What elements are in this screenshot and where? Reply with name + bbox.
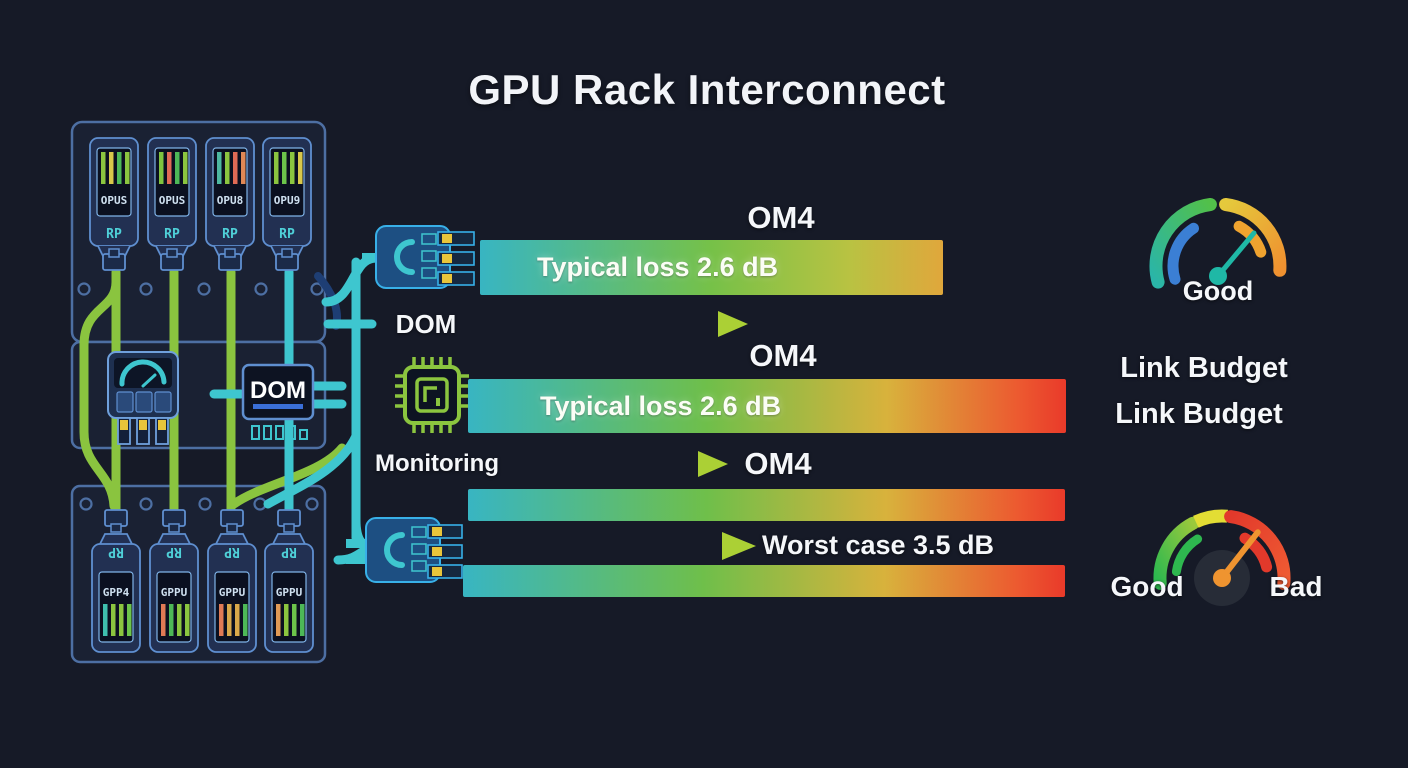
link-budget-line1: Link Budget — [1120, 352, 1288, 384]
transceiver-module: OPU9 RP — [262, 137, 312, 271]
module-port-label: RP — [166, 544, 182, 559]
link-loss-bar-2-text: Typical loss 2.6 dB — [540, 390, 782, 421]
om4-heading-2: OM4 — [749, 338, 817, 373]
link-loss-bar-1: Typical loss 2.6 dB — [480, 240, 943, 295]
module-label: OPU9 — [274, 194, 301, 207]
transceiver-module: OPUS RP — [147, 137, 197, 271]
monitoring-arrow — [503, 451, 728, 477]
page-title: GPU Rack Interconnect — [468, 66, 946, 113]
rack-screw-holes — [77, 282, 324, 511]
module-port-label: RP — [224, 544, 240, 559]
indicator-bars — [101, 152, 130, 184]
transceiver-module: OPU8 RP — [205, 137, 255, 271]
gauge-good-caption: Good — [1182, 276, 1254, 306]
cable-teal — [263, 431, 361, 509]
mini-gauge-icon — [119, 359, 167, 387]
module-port-label: RP — [281, 544, 297, 559]
connector-icon — [346, 517, 463, 583]
module-port-label: RP — [222, 227, 238, 242]
module-port-label: RP — [279, 227, 295, 242]
transceiver-module: RP GPPU — [264, 509, 314, 653]
gauge-needle — [1219, 529, 1261, 581]
module-label: OPU8 — [217, 194, 244, 207]
module-label: OPUS — [101, 194, 128, 207]
om4-heading-3: OM4 — [744, 446, 812, 481]
module-label: GPP4 — [103, 586, 130, 599]
link-loss-bar-1-text: Typical loss 2.6 dB — [537, 252, 779, 282]
gauge-good-bad-icon — [1153, 509, 1291, 606]
om4-heading-1: OM4 — [747, 200, 815, 235]
monitor-module — [107, 351, 179, 445]
module-port-label: RP — [106, 227, 122, 242]
dom-unit-label: DOM — [250, 377, 306, 404]
worst-case-arrow — [468, 532, 756, 560]
link-budget-line2: Link Budget — [1115, 398, 1283, 430]
module-label: GPPU — [161, 586, 188, 599]
dom-unit: DOM — [241, 363, 315, 440]
module-port-label: RP — [164, 227, 180, 242]
connector-icon — [362, 225, 475, 289]
cable-green — [79, 277, 121, 511]
dom-arrow — [470, 311, 748, 337]
gauge-bottom-bad-caption: Bad — [1269, 571, 1323, 602]
transceiver-module: RP GPPU — [149, 509, 199, 653]
link-loss-bar-4 — [463, 565, 1065, 597]
transceiver-module: OPUS RP — [89, 137, 139, 271]
transceiver-module: RP GPP4 — [91, 509, 141, 653]
module-label: GPPU — [219, 586, 246, 599]
module-label: OPUS — [159, 194, 186, 207]
transceiver-module: RP GPPU — [207, 509, 257, 653]
module-port-label: RP — [108, 544, 124, 559]
link-loss-bar-2: Typical loss 2.6 dB — [468, 379, 1066, 433]
gauge-bottom-good-caption: Good — [1110, 571, 1184, 602]
worst-case-label: Worst case 3.5 dB — [761, 530, 995, 560]
gauge-needle — [1215, 230, 1257, 279]
dom-arrow-label: DOM — [395, 309, 457, 339]
module-label: GPPU — [276, 586, 303, 599]
link-loss-bar-3 — [468, 489, 1065, 521]
chip-icon — [395, 357, 469, 433]
gauge-good-icon — [1149, 198, 1287, 289]
monitoring-arrow-label: Monitoring — [375, 450, 499, 477]
dom-unit-glyphs — [251, 425, 308, 440]
